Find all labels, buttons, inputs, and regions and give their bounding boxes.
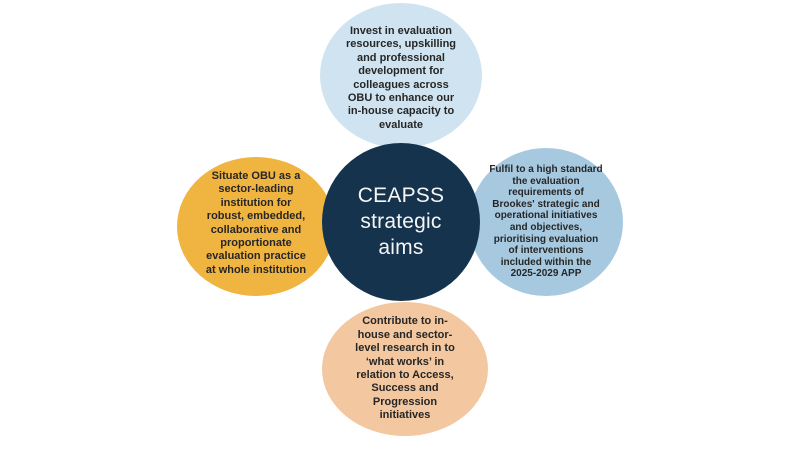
center-circle: CEAPSS strategic aims — [322, 143, 480, 301]
aim-circle-contribute: Contribute to in- house and sector- leve… — [322, 302, 488, 436]
diagram-title: CEAPSS strategic aims — [357, 184, 445, 259]
aim-circle-invest: Invest in evaluation resources, upskilli… — [320, 3, 482, 148]
aim-text-contribute: Contribute to in- house and sector- leve… — [355, 315, 455, 422]
aim-text-situate: Situate OBU as a sector-leading institut… — [205, 169, 307, 276]
aim-circle-fulfil: Fulfil to a high standard the evaluation… — [469, 148, 623, 296]
aim-text-invest: Invest in evaluation resources, upskilli… — [345, 24, 457, 131]
aim-circle-situate: Situate OBU as a sector-leading institut… — [177, 157, 335, 296]
aim-text-fulfil: Fulfil to a high standard the evaluation… — [489, 164, 603, 280]
